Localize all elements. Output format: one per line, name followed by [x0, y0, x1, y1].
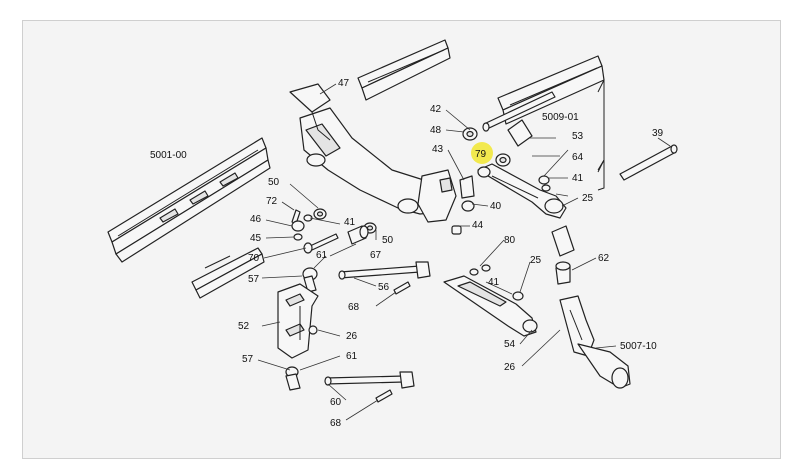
label-67[interactable]: 67 — [370, 250, 382, 261]
label-57-lower[interactable]: 57 — [242, 354, 254, 365]
label-64[interactable]: 64 — [572, 152, 584, 163]
label-61-upper[interactable]: 61 — [316, 250, 328, 261]
bolt-70 — [303, 233, 339, 254]
frame-rail-left — [107, 137, 271, 263]
sleeve-upper — [507, 119, 533, 147]
label-80[interactable]: 80 — [504, 235, 516, 246]
label-56[interactable]: 56 — [378, 282, 390, 293]
rod-39 — [619, 144, 678, 181]
label-40[interactable]: 40 — [490, 201, 502, 212]
bushing-48 — [462, 127, 478, 141]
label-39[interactable]: 39 — [652, 128, 664, 139]
label-52[interactable]: 52 — [238, 321, 250, 332]
upper-arm-53 — [477, 163, 567, 219]
label-50-upper[interactable]: 50 — [268, 177, 280, 188]
label-79[interactable]: 79 — [475, 149, 487, 160]
label-25-lower[interactable]: 25 — [530, 255, 542, 266]
cap-40 — [461, 200, 475, 212]
tie-rod-60 — [324, 371, 415, 389]
label-72[interactable]: 72 — [266, 196, 278, 207]
label-5009-01[interactable]: 5009-01 — [542, 112, 579, 123]
frame-rail-upper-center — [357, 39, 451, 101]
bushing-79 — [495, 153, 511, 167]
bushing-67 — [347, 225, 369, 245]
label-54[interactable]: 54 — [504, 339, 516, 350]
label-45[interactable]: 45 — [250, 233, 262, 244]
steering-knuckle — [559, 295, 631, 389]
washer-80 — [469, 264, 491, 276]
label-68-lower[interactable]: 68 — [330, 418, 342, 429]
cap-44 — [451, 225, 462, 235]
lower-arm-54 — [443, 275, 538, 337]
label-41-left[interactable]: 41 — [344, 217, 356, 228]
label-62[interactable]: 62 — [598, 253, 610, 264]
bushing-50a — [313, 208, 327, 220]
label-60[interactable]: 60 — [330, 397, 342, 408]
label-41-upper[interactable]: 41 — [572, 173, 584, 184]
pin-42 — [482, 91, 556, 132]
label-61-lower[interactable]: 61 — [346, 351, 358, 362]
label-5007-10[interactable]: 5007-10 — [620, 341, 657, 352]
label-44[interactable]: 44 — [472, 220, 484, 231]
bracket-43 — [459, 175, 475, 199]
label-46[interactable]: 46 — [250, 214, 262, 225]
tie-rod-56 — [338, 261, 431, 280]
label-47[interactable]: 47 — [338, 78, 350, 89]
label-26-lower[interactable]: 26 — [504, 362, 516, 373]
link-upper — [551, 225, 575, 257]
label-42[interactable]: 42 — [430, 104, 442, 115]
washer-26a — [308, 325, 318, 335]
highlight-marker — [471, 142, 493, 164]
label-26-left[interactable]: 26 — [346, 331, 358, 342]
label-53[interactable]: 53 — [572, 131, 584, 142]
ball-joint-62 — [555, 261, 571, 285]
label-48[interactable]: 48 — [430, 125, 442, 136]
label-5001-00[interactable]: 5001-00 — [150, 150, 187, 161]
label-70[interactable]: 70 — [248, 253, 260, 264]
washer-41a — [541, 184, 551, 192]
label-43[interactable]: 43 — [432, 144, 444, 155]
label-41-lower[interactable]: 41 — [488, 277, 500, 288]
frame-rail-left-lower — [191, 247, 265, 299]
label-68-upper[interactable]: 68 — [348, 302, 360, 313]
label-50-lower[interactable]: 50 — [382, 235, 394, 246]
label-25-upper[interactable]: 25 — [582, 193, 594, 204]
washer-41c — [512, 291, 524, 301]
crossmember-47 — [289, 83, 457, 223]
label-57-upper[interactable]: 57 — [248, 274, 260, 285]
